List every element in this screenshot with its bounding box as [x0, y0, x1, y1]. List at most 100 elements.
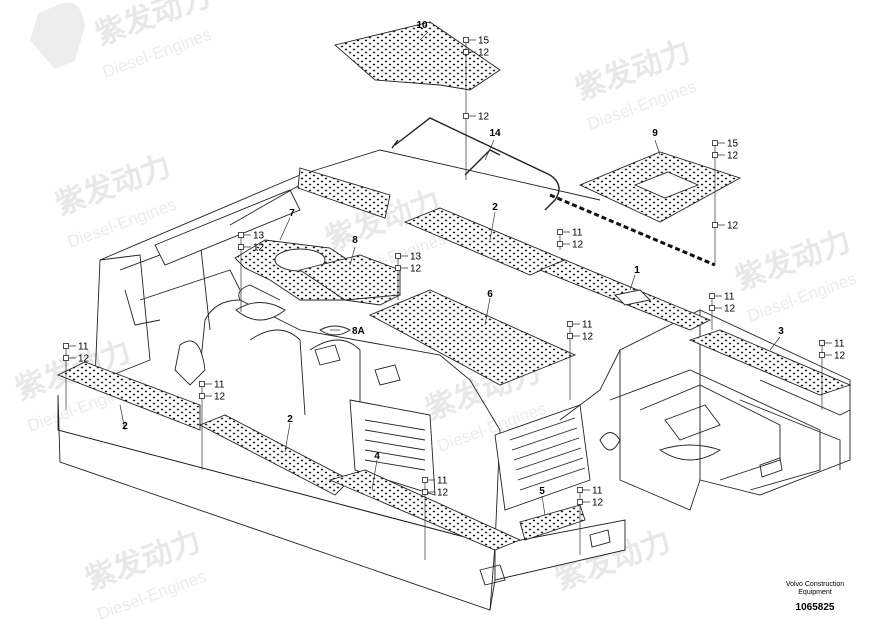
fastener-part-number: 12	[592, 498, 604, 509]
fastener-stacks: 1512151212121312131211121112111211121112…	[63, 36, 846, 509]
bolt-icon	[577, 487, 583, 493]
washer-icon	[463, 49, 469, 55]
plate-6	[368, 289, 577, 386]
plate-2-left	[56, 361, 201, 431]
washer-icon	[819, 352, 825, 358]
fastener-part-number: 12	[727, 221, 739, 232]
callout-2-top: 2	[492, 202, 498, 213]
fastener-part-number: 11	[582, 320, 593, 331]
bolt-icon	[709, 293, 715, 299]
fastener-part-number: 11	[78, 342, 89, 353]
fastener-part-number: 13	[410, 252, 422, 263]
callout-labels: 10 9 14 7 8 8A 6 2 1 3 2 2 4 5	[122, 20, 784, 497]
fastener-part-number: 15	[478, 36, 490, 47]
fastener-part-number: 11	[834, 339, 845, 350]
plate-9-opening	[633, 171, 700, 199]
plate-2-top-rear	[297, 167, 391, 219]
bolt-icon	[567, 321, 573, 327]
handrail-hidden-path	[549, 193, 716, 267]
bolt-icon	[63, 343, 69, 349]
bolt-icon	[422, 477, 428, 483]
plate-7-opening	[274, 248, 326, 272]
callout-3: 3	[778, 326, 784, 337]
plate-8	[298, 254, 401, 301]
callout-8: 8	[352, 235, 358, 246]
callout-2-front: 2	[287, 414, 293, 425]
washer-icon	[199, 393, 205, 399]
fastener-part-number: 12	[78, 354, 90, 365]
bolt-icon	[712, 140, 718, 146]
washer-icon	[557, 241, 563, 247]
bolt-icon	[199, 381, 205, 387]
plate-5	[519, 504, 586, 541]
washer-icon	[712, 152, 718, 158]
washer-icon	[422, 489, 428, 495]
plate-1-cutout	[614, 289, 651, 306]
fastener-part-number: 11	[437, 476, 448, 487]
plate-3	[688, 329, 852, 396]
leader-lines	[65, 31, 823, 560]
bolt-icon	[463, 113, 469, 119]
bolt-icon	[395, 253, 401, 259]
fastener-part-number: 12	[253, 243, 265, 254]
washer-icon	[567, 333, 573, 339]
fastener-stack: 12	[712, 221, 739, 232]
handrail-14	[391, 117, 560, 211]
bolt-icon	[463, 37, 469, 43]
callout-1: 1	[634, 265, 640, 276]
callout-2-left: 2	[122, 421, 128, 432]
washer-icon	[395, 265, 401, 271]
fastener-part-number: 12	[214, 392, 226, 403]
fastener-part-number: 12	[582, 332, 594, 343]
fastener-part-number: 12	[572, 240, 584, 251]
callout-14: 14	[489, 128, 501, 139]
watermark-logo-icon	[30, 2, 85, 69]
fastener-part-number: 11	[592, 486, 603, 497]
washer-icon	[63, 355, 69, 361]
washer-icon	[709, 305, 715, 311]
fastener-stack: 12	[463, 112, 490, 123]
fastener-part-number: 12	[478, 112, 490, 123]
fastener-part-number: 12	[478, 48, 490, 59]
fastener-part-number: 12	[437, 488, 449, 499]
callout-10: 10	[416, 20, 428, 31]
callout-6: 6	[487, 289, 493, 300]
bolt-icon	[712, 222, 718, 228]
bolt-icon	[557, 229, 563, 235]
callout-4: 4	[374, 451, 380, 462]
title-block: Volvo Construction Equipment 1065825	[770, 581, 860, 613]
fastener-part-number: 12	[724, 304, 736, 315]
fastener-part-number: 11	[214, 380, 225, 391]
fastener-part-number: 11	[724, 292, 735, 303]
plate-10	[334, 21, 501, 91]
callout-8a: 8A	[352, 326, 365, 337]
brand-line-2: Equipment	[798, 589, 832, 596]
fastener-part-number: 12	[727, 151, 739, 162]
machine-frame	[57, 149, 851, 611]
brand-line-1: Volvo Construction	[785, 581, 845, 588]
drawing-number: 1065825	[795, 602, 835, 613]
bolt-icon	[819, 340, 825, 346]
callout-7: 7	[289, 208, 295, 219]
washer-icon	[577, 499, 583, 505]
fastener-part-number: 12	[410, 264, 422, 275]
washer-icon	[238, 244, 244, 250]
fastener-part-number: 12	[834, 351, 846, 362]
fastener-part-number: 11	[572, 228, 583, 239]
bolt-icon	[238, 232, 244, 238]
fastener-part-number: 13	[253, 231, 265, 242]
fastener-part-number: 15	[727, 139, 739, 150]
